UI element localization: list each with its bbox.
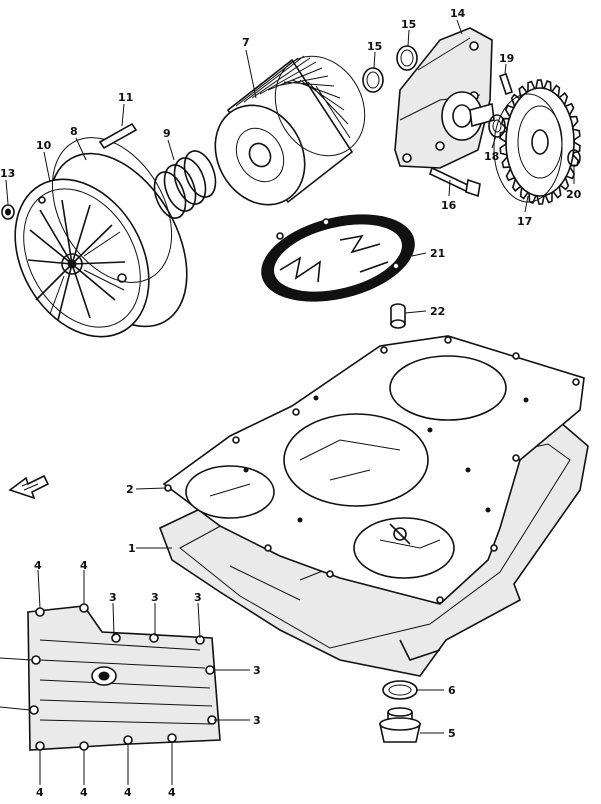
oil-filter-cover <box>14 152 188 338</box>
callout-3e: 3 <box>253 714 261 727</box>
callout-22: 22 <box>430 305 445 318</box>
callout-17: 17 <box>517 215 532 228</box>
callout-9: 9 <box>163 127 171 140</box>
callout-2: 2 <box>126 483 134 496</box>
callout-13: 13 <box>0 167 15 180</box>
o-ring-15a <box>362 67 384 93</box>
pin-19 <box>498 72 514 96</box>
callout-11: 11 <box>118 91 133 104</box>
oil-pan-bottom-cover <box>27 603 221 751</box>
callout-4f: 4 <box>168 786 176 799</box>
callout-3a: 3 <box>109 591 117 604</box>
cover-gasket <box>51 137 173 283</box>
bolt-22 <box>390 303 406 329</box>
callout-15b: 15 <box>401 18 416 31</box>
callout-21: 21 <box>430 247 445 260</box>
callout-4e: 4 <box>124 786 132 799</box>
callout-4d: 4 <box>80 786 88 799</box>
leader-lines <box>0 19 575 785</box>
oil-pump-body <box>394 27 495 169</box>
drain-plug-washer <box>382 680 418 700</box>
callout-6: 6 <box>448 684 456 697</box>
o-ring-15b <box>396 45 418 71</box>
oil-pan-gasket <box>162 335 585 605</box>
filter-spring <box>153 150 217 219</box>
pump-bolt-16 <box>429 166 481 198</box>
washer-13 <box>1 204 15 220</box>
callout-4b: 4 <box>80 559 88 572</box>
callout-14: 14 <box>450 7 466 20</box>
callout-labels: 1 2 3 3 3 3 3 4 4 4 4 4 4 5 6 7 8 9 10 1… <box>0 7 582 799</box>
callout-1: 1 <box>128 542 136 555</box>
pump-driven-gear <box>493 79 581 205</box>
direction-arrow-icon <box>8 474 50 500</box>
dowel-pin <box>98 122 138 150</box>
callout-19: 19 <box>499 52 514 65</box>
callout-16: 16 <box>441 199 457 212</box>
callout-3d: 3 <box>253 664 261 677</box>
callout-18: 18 <box>484 150 499 163</box>
oil-filter-element <box>214 55 366 206</box>
callout-15a: 15 <box>367 40 382 53</box>
callout-7: 7 <box>242 36 250 49</box>
callout-8: 8 <box>70 125 78 138</box>
callout-3b: 3 <box>151 591 159 604</box>
callout-5: 5 <box>448 727 456 740</box>
gear-teeth <box>499 79 581 205</box>
callout-20: 20 <box>566 188 582 201</box>
callout-4c: 4 <box>36 786 44 799</box>
callout-3c: 3 <box>194 591 202 604</box>
callout-10: 10 <box>36 139 52 152</box>
oil-strainer-screen <box>261 214 415 302</box>
drain-plug <box>379 707 421 743</box>
callout-4a: 4 <box>34 559 42 572</box>
